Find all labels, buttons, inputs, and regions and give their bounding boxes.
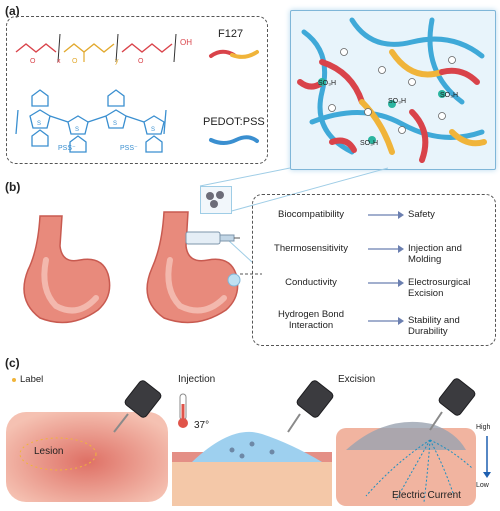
properties-box	[252, 194, 496, 346]
excision-label: Excision	[338, 374, 376, 385]
endoscope-3-icon	[429, 378, 476, 431]
so3h-label-4: SO₃H	[360, 140, 379, 147]
current-intensity-arrow	[483, 436, 491, 478]
f127-repeat-y: y	[115, 58, 119, 65]
f127-legend-strand	[209, 49, 259, 59]
property-row-4: Hydrogen Bond Interaction Stability and …	[256, 307, 492, 337]
pedot-pss-legend-strand	[209, 135, 259, 145]
svg-text:O: O	[138, 58, 144, 65]
property-row-2: Thermosensitivity Injection and Molding	[256, 239, 492, 265]
result-2: Injection and Molding	[408, 243, 462, 265]
so3h-label-3: SO₃H	[440, 92, 459, 99]
lesion-scene	[6, 412, 168, 502]
thermometer-icon	[178, 393, 188, 428]
result-4: Stability and Durability	[408, 315, 460, 337]
property-3: Conductivity	[285, 277, 337, 288]
svg-text:S: S	[75, 127, 79, 133]
arrow-4	[368, 317, 404, 325]
pedot-pss-structure: S S S S	[15, 89, 167, 153]
f127-label: F127	[218, 28, 244, 40]
lesion-label: Lesion	[34, 446, 64, 457]
pedot-pss-label: PEDOT:PSS	[203, 116, 265, 128]
pss-label-right: PSS⁻	[120, 145, 138, 152]
so3h-label-1: SO₃H	[318, 80, 337, 87]
nanoparticle-icons	[206, 191, 224, 208]
svg-text:S: S	[37, 121, 41, 127]
endoscope-2-icon	[287, 380, 334, 433]
pss-label-left: PSS⁻	[58, 145, 76, 152]
svg-text:O: O	[72, 58, 78, 65]
syringe-icon	[185, 231, 240, 245]
excision-scene	[336, 421, 476, 506]
svg-text:S: S	[151, 127, 155, 133]
result-1: Safety	[408, 209, 435, 220]
panel-a-label: (a)	[5, 4, 20, 18]
f127-repeat-x: x	[57, 58, 61, 65]
property-4: Hydrogen Bond Interaction	[277, 309, 345, 331]
low-label: Low	[476, 482, 489, 489]
label-legend-text: Label	[20, 374, 44, 385]
endoscope-1-icon	[113, 380, 162, 433]
label-marker-dot	[12, 378, 16, 382]
property-row-1: Biocompatibility Safety	[256, 205, 492, 225]
property-row-3: Conductivity Electrosurgical Excision	[256, 273, 492, 299]
arrow-1	[368, 211, 404, 219]
arrow-3	[368, 279, 404, 287]
high-label: High	[476, 424, 491, 431]
svg-text:S: S	[113, 121, 117, 127]
arrow-2	[368, 245, 404, 253]
injection-label: Injection	[178, 374, 216, 385]
panel-c-label: (c)	[5, 356, 20, 370]
stomach-illustration-left	[23, 215, 111, 324]
nanoparticle-inset	[200, 186, 232, 214]
property-1: Biocompatibility	[278, 209, 344, 220]
electric-current-label: Electric Current	[392, 490, 461, 501]
result-3: Electrosurgical Excision	[408, 277, 471, 299]
f127-structure: O O O	[15, 33, 177, 65]
injection-scene	[172, 431, 332, 506]
svg-text:O: O	[30, 58, 36, 65]
hydrogel-network-illustration	[297, 17, 487, 163]
so3h-label-2: SO₃H	[388, 98, 407, 105]
temperature-label: 37°	[194, 420, 210, 431]
panel-b-label: (b)	[5, 180, 21, 194]
stomach-illustration-right	[146, 211, 241, 324]
f127-end-group: OH	[180, 38, 192, 47]
stomach-to-properties-connector	[240, 273, 262, 275]
panel-a-structures-box	[6, 16, 268, 164]
property-2: Thermosensitivity	[274, 243, 348, 254]
